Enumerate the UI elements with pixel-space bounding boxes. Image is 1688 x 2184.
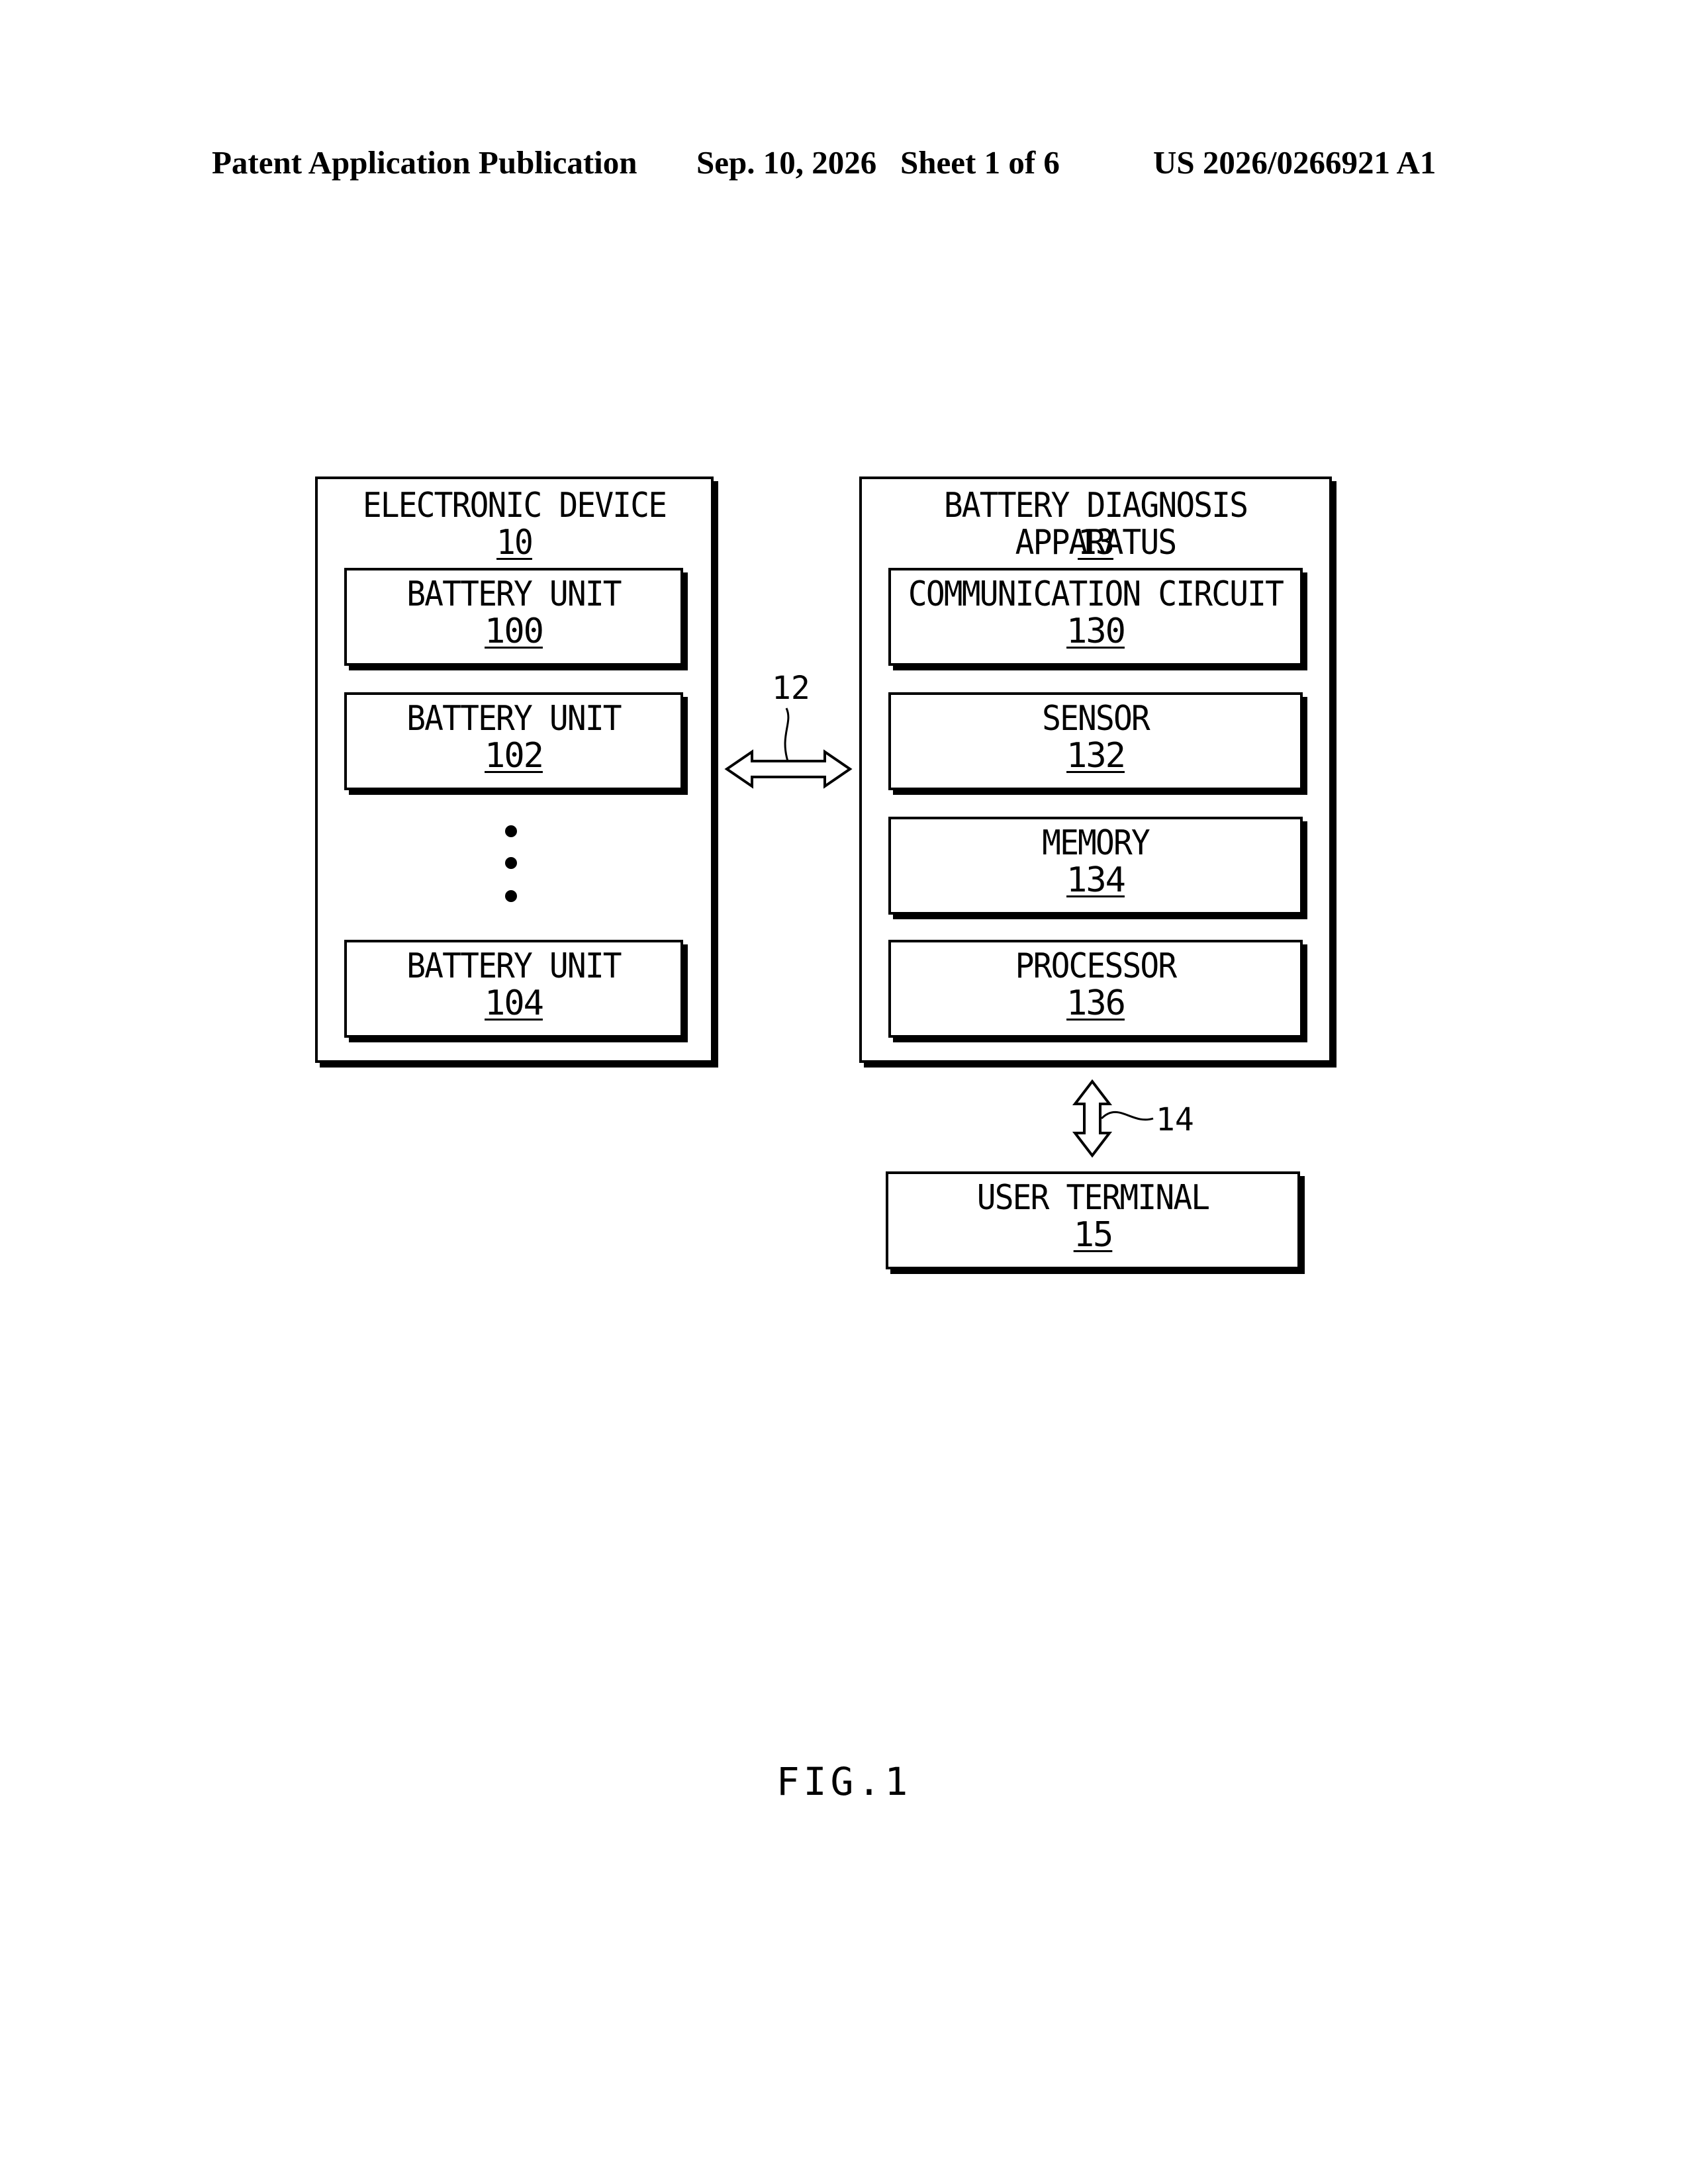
ellipsis-dot xyxy=(505,825,517,837)
link-12-ref-label: 12 xyxy=(772,671,810,705)
double-arrow-vertical-icon xyxy=(1075,1081,1109,1156)
ellipsis-dot xyxy=(505,890,517,902)
link-14-ref-label: 14 xyxy=(1156,1103,1194,1137)
leader-line-14 xyxy=(1102,1112,1153,1119)
ellipsis-dot xyxy=(505,857,517,869)
leader-line-12 xyxy=(785,708,788,761)
figure-caption: FIG.1 xyxy=(0,1760,1688,1803)
double-arrow-horizontal-icon xyxy=(727,752,850,786)
